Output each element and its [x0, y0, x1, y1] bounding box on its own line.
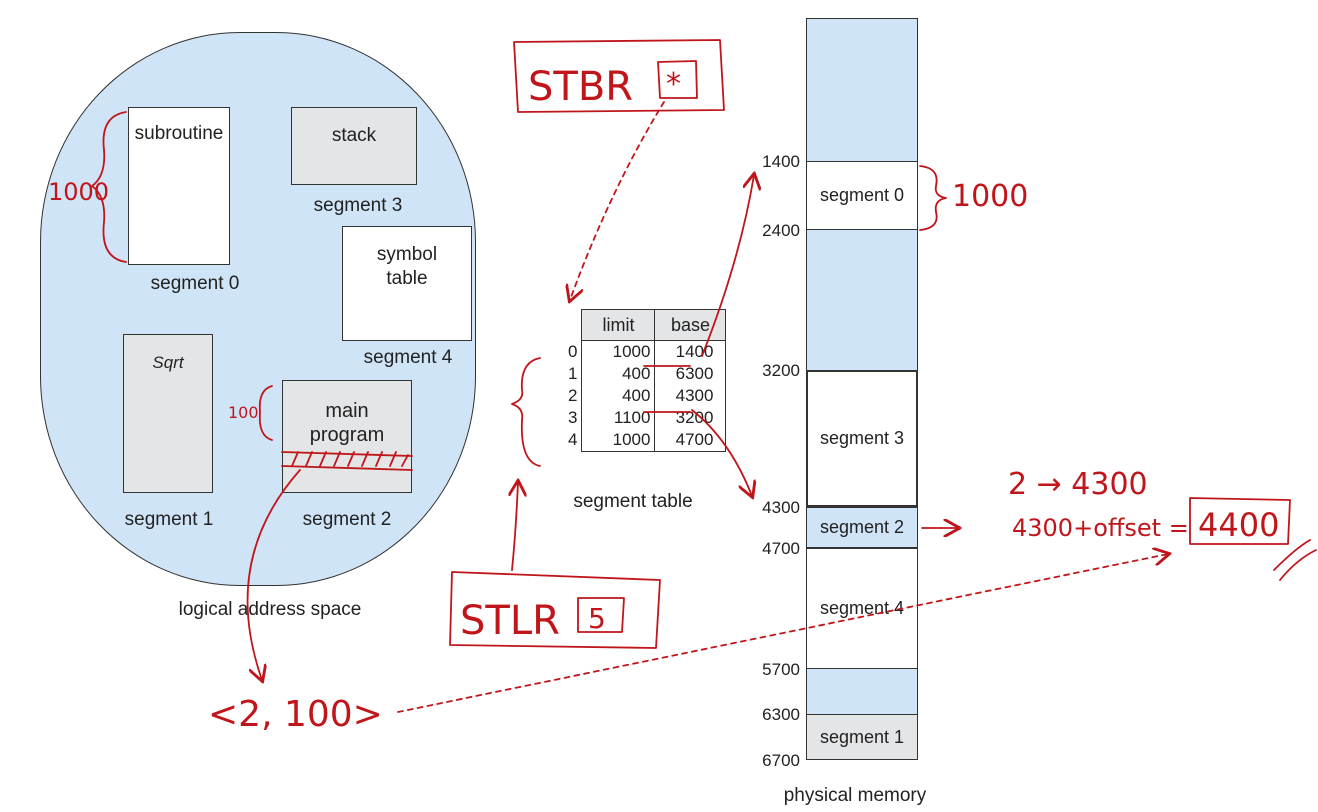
symbol-table-segment: symbol table: [342, 226, 472, 341]
address-label: 6300: [762, 705, 800, 724]
phys-segment-1: segment 1: [806, 714, 918, 760]
logical-address-space-caption: logical address space: [178, 599, 362, 620]
main-program-label: main program: [309, 400, 385, 446]
size-100: 100: [228, 403, 259, 422]
segment-4-caption: segment 4: [363, 347, 453, 368]
main-to-address-arrow: [246, 469, 301, 680]
size-1000-right: 1000: [952, 179, 1028, 214]
limit-cell: 1100: [581, 407, 656, 429]
stlr-box: [449, 571, 661, 649]
base-cell: 4300: [654, 385, 727, 407]
base-4300-arrow: [691, 409, 752, 496]
base-header: base: [654, 309, 727, 341]
address-label: 6700: [762, 751, 800, 770]
limit-cell: 400: [581, 385, 656, 407]
main-brace: [258, 385, 273, 441]
base-1400-arrow: [701, 175, 754, 357]
base-cell: 1400: [654, 340, 727, 363]
subroutine-segment: subroutine: [128, 107, 230, 265]
stlr-value-box: [577, 597, 625, 633]
address-label: 1400: [762, 152, 800, 171]
subroutine-label: subroutine: [134, 123, 224, 144]
base-cell: 6300: [654, 363, 727, 385]
segment-1-caption: segment 1: [124, 509, 214, 530]
base-cell: 4700: [654, 429, 727, 452]
sqrt-segment: Sqrt: [123, 334, 213, 493]
phys-brace: [919, 165, 947, 231]
segment-2-caption: segment 2: [302, 509, 392, 530]
row-index: 0: [568, 341, 578, 361]
stbr-value: *: [666, 67, 681, 102]
phys-segment-0: segment 0: [806, 161, 918, 230]
stlr-label: STLR: [460, 598, 560, 644]
stlr-arrow: [512, 482, 518, 571]
table-row: 2 400 4300: [564, 385, 727, 407]
result-box: [1189, 497, 1291, 545]
address-label: 4300: [762, 498, 800, 517]
address-to-result-line: [397, 554, 1168, 713]
table-brace: [511, 357, 541, 467]
phys-segment-3: segment 3: [806, 370, 918, 507]
address-label: 4700: [762, 539, 800, 558]
symbol-table-label: symbol table: [376, 244, 438, 289]
stbr-value-box: [657, 60, 698, 99]
stack-label: stack: [331, 125, 377, 146]
row-index: 3: [568, 408, 578, 427]
limit-cell: 1000: [581, 429, 656, 452]
logical-address-annotation: <2, 100>: [208, 694, 383, 735]
size-1000-left: 1000: [48, 178, 109, 206]
limit-cell: 1000: [581, 340, 656, 363]
address-label: 2400: [762, 221, 800, 240]
result-annotation: 4400: [1198, 506, 1279, 544]
stbr-box: [513, 39, 725, 113]
table-row: 1 400 6300: [564, 363, 727, 385]
sqrt-label: Sqrt: [152, 353, 184, 372]
stbr-label: STBR: [528, 64, 633, 110]
row-index: 2: [568, 386, 578, 405]
computation-annotation: 4300+offset =: [1012, 514, 1189, 542]
physical-memory-caption: physical memory: [783, 785, 927, 806]
stack-segment: stack: [291, 107, 417, 185]
row-index: 4: [568, 430, 578, 450]
address-label: 5700: [762, 660, 800, 679]
phys-segment-2: segment 2: [806, 507, 918, 548]
row-index: 1: [568, 364, 578, 383]
segment-table: limit base 0 1000 1400 1 400 6300 2 400 …: [564, 309, 727, 452]
table-row: 4 1000 4700: [564, 429, 727, 452]
stlr-value: 5: [588, 602, 606, 635]
stbr-arrow: [570, 101, 665, 300]
address-label: 3200: [762, 361, 800, 380]
segment-3-caption: segment 3: [313, 195, 403, 216]
mapping-annotation: 2 → 4300: [1008, 467, 1148, 502]
subroutine-brace: [91, 111, 127, 263]
limit-header: limit: [581, 309, 656, 341]
main-program-segment: main program: [282, 380, 412, 493]
table-row: 0 1000 1400: [564, 340, 727, 363]
segment-0-caption: segment 0: [150, 273, 240, 294]
segment-table-caption: segment table: [573, 491, 693, 512]
